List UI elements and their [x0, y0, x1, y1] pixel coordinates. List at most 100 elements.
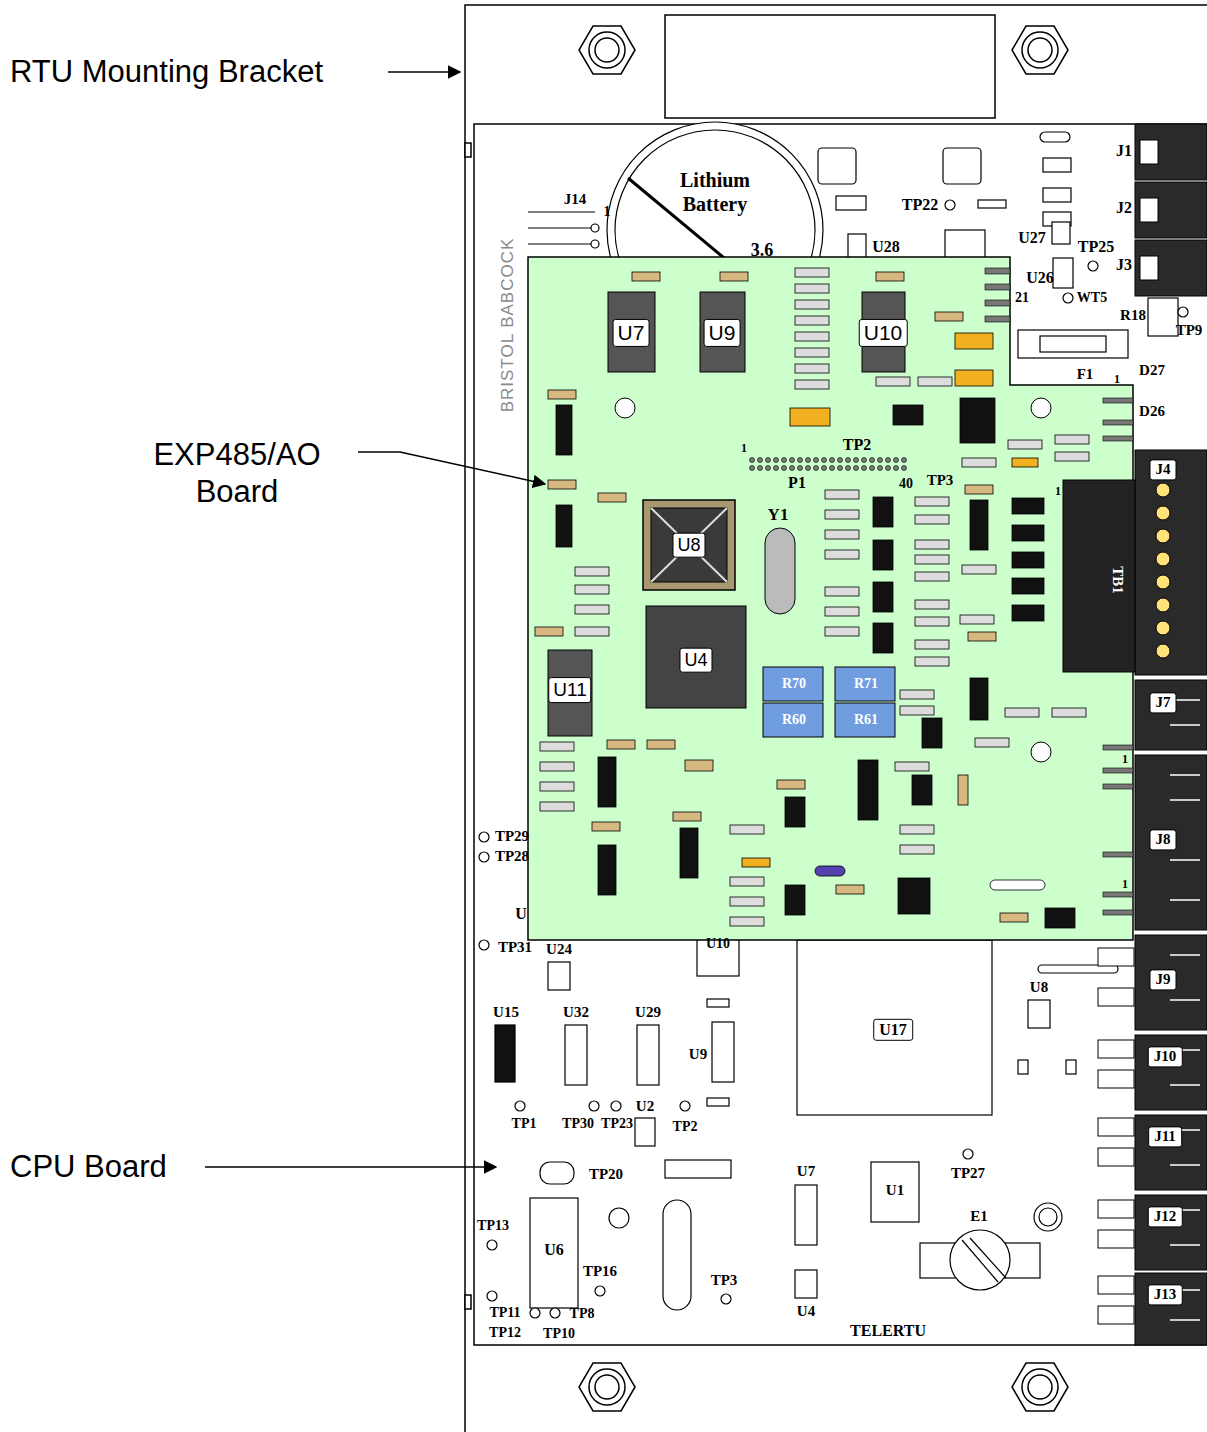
part-label: U6: [544, 1241, 564, 1259]
smd-parts: [918, 377, 952, 386]
header-pins: [750, 268, 1134, 915]
callout-label: CPU Board: [10, 1149, 167, 1185]
ic-chip: [651, 508, 727, 582]
header-pins: [806, 466, 811, 471]
smd-parts: [965, 485, 993, 494]
header-pins: [750, 466, 755, 471]
part-label: TP22: [902, 196, 938, 214]
connector-label: J13: [1148, 1284, 1183, 1305]
cpu-components: [528, 243, 595, 244]
terminal-screw: [1156, 621, 1170, 635]
header-pins: [782, 466, 787, 471]
cpu-components: [836, 196, 866, 210]
header-pins: [798, 458, 803, 463]
mounting-bracket: [465, 5, 1207, 1432]
smd-parts: [968, 632, 996, 641]
part-label: TP20: [589, 1166, 623, 1183]
smd-parts: [1012, 578, 1044, 594]
cpu-components: [495, 1025, 515, 1082]
part-label: 1: [604, 204, 611, 220]
mounting-nut: [1028, 1375, 1052, 1399]
connector-label: J10: [1148, 1046, 1183, 1067]
smd-parts: [1055, 452, 1089, 461]
connector: [1135, 680, 1207, 750]
smd-parts: [915, 555, 949, 564]
header-pins: [806, 458, 811, 463]
part-label: U9: [689, 1046, 707, 1063]
part-label: J3: [1116, 256, 1132, 274]
header-pins: [774, 458, 779, 463]
connector: [1135, 1115, 1207, 1190]
smd-parts: [795, 268, 829, 277]
smd-parts: [962, 565, 996, 574]
part-label: TP13: [477, 1218, 509, 1234]
header-pins: [862, 466, 867, 471]
part-label: TP16: [583, 1263, 617, 1280]
cpu-components: [818, 148, 856, 184]
cpu-components: [797, 940, 992, 1115]
smd-parts: [858, 760, 878, 820]
smd-parts: [742, 858, 770, 867]
ic-chip: [646, 606, 746, 708]
part-label: U24: [546, 941, 572, 958]
part-label: TP8: [570, 1306, 595, 1322]
smd-parts: [720, 272, 748, 281]
test-point: [479, 200, 1188, 1318]
connector-label: J8: [1150, 829, 1177, 850]
mounting-bracket: [465, 5, 1207, 1432]
smd-parts: [960, 615, 994, 624]
terminal-screw: [1156, 598, 1170, 612]
chip-label: U10: [859, 319, 908, 347]
cpu-components: [707, 999, 729, 1007]
smd-parts: [922, 718, 942, 748]
smd-parts: [825, 530, 859, 539]
header-pins: [838, 458, 843, 463]
chip-label: U9: [704, 319, 741, 347]
part-label: U7: [797, 1163, 815, 1180]
smd-parts: [1012, 498, 1044, 514]
header-pins: [886, 466, 891, 471]
terminal-screw: [1156, 529, 1170, 543]
smd-parts: [647, 740, 675, 749]
cpu-components: [1039, 1208, 1057, 1226]
smd-parts: [1012, 605, 1044, 621]
test-point: [595, 1286, 605, 1296]
smd-parts: [873, 582, 893, 612]
smd-parts: [915, 540, 949, 549]
test-point: [1088, 261, 1098, 271]
smd-parts: [785, 885, 805, 915]
smd-parts: [540, 268, 1089, 926]
header-pins: [985, 316, 1010, 322]
header-pins: [1103, 745, 1133, 750]
connector-label: U17: [873, 1019, 913, 1041]
test-point: [589, 1101, 599, 1111]
cpu-components: [795, 1270, 817, 1298]
test-point: [479, 852, 489, 862]
cpu-components: [1066, 1060, 1076, 1074]
cpu-components: [637, 1025, 659, 1085]
part-label: R18: [1120, 307, 1146, 324]
expansion-board: [615, 398, 635, 418]
part-label: TP28: [495, 848, 529, 865]
smd-parts: [730, 917, 764, 926]
test-point: [963, 1149, 973, 1159]
cpu-components: [950, 1230, 1010, 1290]
ic-chip: [651, 508, 727, 582]
mounting-nut: [595, 1375, 619, 1399]
smd-parts: [898, 878, 930, 914]
test-point: [1178, 307, 1188, 317]
part-label: 3.6: [751, 240, 774, 261]
header-pins: [985, 268, 1010, 274]
part-label: J2: [1116, 199, 1132, 217]
part-label: TP31: [498, 939, 532, 956]
cpu-components: [591, 224, 599, 232]
smd-parts: [795, 348, 829, 357]
cpu-components: [1034, 1203, 1062, 1231]
connector: [1098, 1070, 1134, 1088]
smd-parts: [685, 760, 713, 771]
mounting-bracket: [665, 15, 995, 118]
cpu-components: [707, 1098, 729, 1106]
smd-parts: [873, 497, 893, 527]
connector: [1098, 1118, 1134, 1136]
terminal-screw: [1156, 575, 1170, 589]
